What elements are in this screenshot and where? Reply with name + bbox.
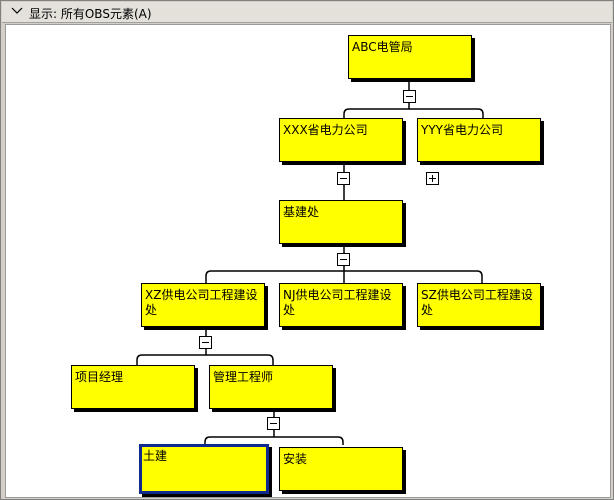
obs-node-management-engineer[interactable]: 管理工程师 [209,365,333,409]
expand-yyy-button[interactable] [426,172,439,185]
obs-node-abc[interactable]: ABC电管局 [348,35,472,79]
tree-connectors [136,81,484,445]
obs-node-xz[interactable]: XZ供电公司工程建设处 [141,283,265,327]
collapse-jijian-button[interactable] [337,253,350,266]
obs-node-yyy[interactable]: YYY省电力公司 [417,118,541,162]
obs-node-jijian[interactable]: 基建处 [279,200,403,244]
obs-node-installation[interactable]: 安装 [279,447,403,491]
collapse-abc-button[interactable] [403,90,416,103]
collapse-xxx-button[interactable] [337,172,350,185]
obs-node-nj[interactable]: NJ供电公司工程建设处 [279,283,403,327]
collapse-management-engineer-button[interactable] [267,417,280,430]
obs-tree-canvas[interactable]: ABC电管局 XXX省电力公司 YYY省电力公司 基建处 XZ供电公司工程建设处… [5,24,611,498]
panel-title: 显示: 所有OBS元素(A) [29,7,152,21]
obs-node-project-manager[interactable]: 项目经理 [71,365,195,409]
chevron-down-icon[interactable] [10,4,24,18]
obs-node-xxx[interactable]: XXX省电力公司 [279,118,403,162]
obs-node-civil-selected[interactable]: 土建 [139,444,269,494]
obs-node-sz[interactable]: SZ供电公司工程建设处 [417,283,541,327]
collapse-xz-button[interactable] [199,336,212,349]
panel-header[interactable]: 显示: 所有OBS元素(A) [2,2,612,23]
